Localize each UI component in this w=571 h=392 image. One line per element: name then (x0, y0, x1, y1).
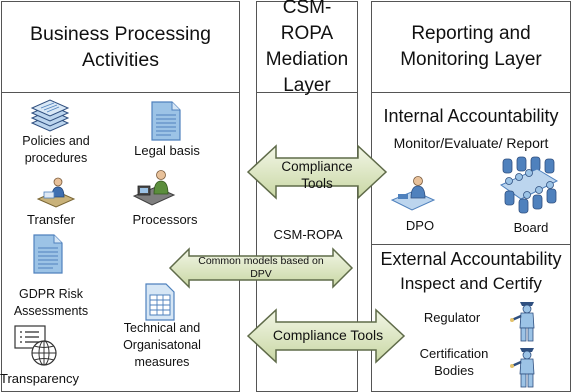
mediation-column-title: CSM-ROPA Mediation Layer (265, 0, 349, 96)
policies-stack-icon (30, 99, 70, 132)
compliance-arrow-top (246, 144, 388, 200)
dpo-person-icon (390, 176, 436, 211)
transparency-globe-icon (14, 325, 57, 366)
csm-ropa-label: CSM-ROPA (273, 227, 343, 242)
regulator-officer-icon (510, 302, 535, 342)
processors-label: Processors (132, 212, 198, 227)
internal-accountability-title: Internal Accountability (383, 106, 559, 126)
business-column-title: Business Processing Activities (29, 23, 211, 71)
dpo-label: DPO (405, 218, 435, 233)
common-models-label: Common models based on DPV (198, 255, 324, 280)
gdpr-risk-label: GDPR Risk Assessments (13, 287, 89, 318)
technical-measures-label: Technical and Organisatonal measures (123, 321, 201, 369)
legal-document-icon (151, 101, 181, 141)
mediation-column-header: CSM-ROPA Mediation Layer (257, 0, 357, 96)
transparency-label: Transparency (0, 371, 79, 386)
board-meeting-icon (499, 156, 559, 214)
reporting-column-header: Reporting and Monitoring Layer (372, 2, 570, 93)
spreadsheet-icon (145, 283, 175, 321)
certification-label: Certification Bodies (419, 346, 489, 378)
common-models-arrow (168, 247, 354, 289)
regulator-label: Regulator (423, 310, 481, 325)
reporting-column-title: Reporting and Monitoring Layer (400, 23, 542, 70)
policies-label: Policies and procedures (22, 134, 90, 165)
legal-basis-label: Legal basis (134, 143, 200, 158)
business-column-header: Business Processing Activities (2, 2, 239, 93)
external-accountability-subtitle: Inspect and Certify (400, 274, 542, 293)
external-accountability-title: External Accountability (380, 249, 562, 269)
accountability-divider (371, 244, 571, 245)
internal-accountability-subtitle: Monitor/Evaluate/ Report (393, 135, 549, 151)
gdpr-document-icon (33, 234, 63, 274)
board-label: Board (513, 220, 549, 235)
processors-person-icon (132, 170, 176, 206)
compliance-tools-bottom-label: Compliance Tools (272, 327, 384, 343)
transfer-label: Transfer (27, 212, 75, 227)
certification-officer-icon (510, 348, 535, 388)
compliance-arrow-bottom (246, 308, 406, 364)
compliance-tools-top-label: Compliance Tools (281, 159, 353, 191)
transfer-person-icon (36, 177, 76, 208)
